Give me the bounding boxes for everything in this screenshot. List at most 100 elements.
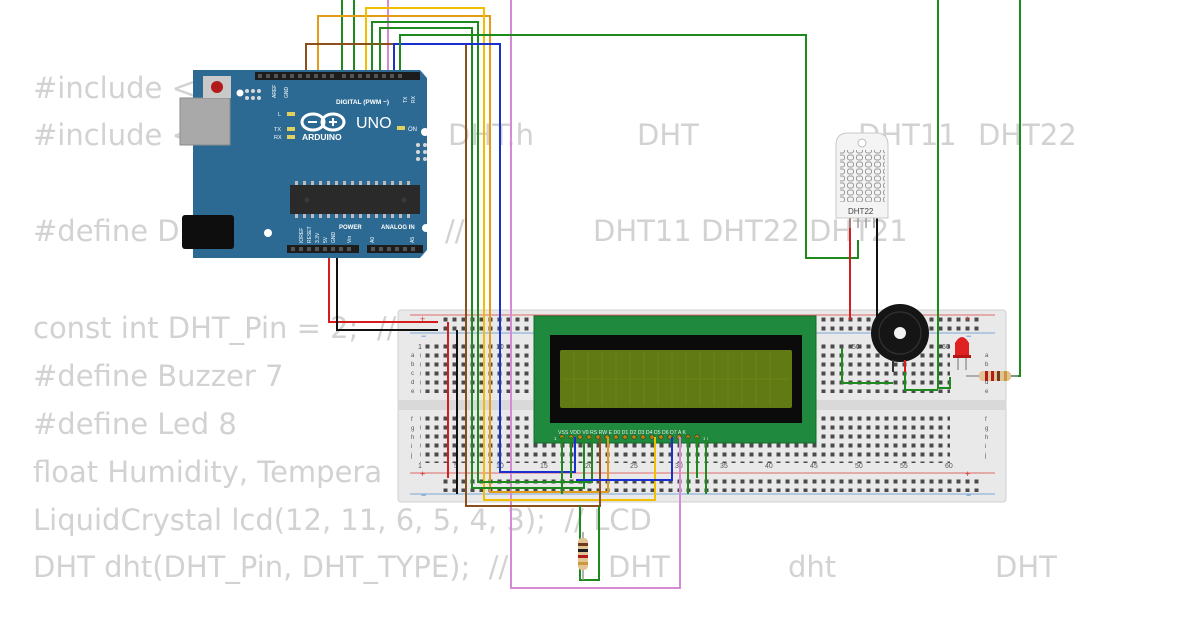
wire-red-power[interactable] bbox=[328, 247, 438, 323]
col-label-55-bottom: 55 bbox=[900, 463, 908, 470]
reset-icon bbox=[211, 81, 223, 93]
lcd-pin-1: 1 bbox=[554, 436, 557, 441]
sensor-label: DHT22 bbox=[848, 207, 874, 216]
row-label-c: c bbox=[411, 371, 414, 377]
rail-plus-top-right: + bbox=[965, 314, 970, 324]
tx-label: TX bbox=[274, 127, 281, 133]
v5-label: 5V bbox=[323, 236, 329, 243]
arduino-brand-label: ARDUINO bbox=[302, 132, 342, 142]
col-label-60-bottom: 60 bbox=[945, 463, 953, 470]
row-label-i-right: i bbox=[985, 444, 986, 450]
code-frag-dht-2: DHT bbox=[608, 550, 670, 584]
wire-green-lcd-1[interactable] bbox=[371, 21, 593, 483]
code-line-dht-init: DHT dht(DHT_Pin, DHT_TYPE); // bbox=[33, 550, 509, 584]
wire-orange[interactable] bbox=[317, 15, 609, 493]
wire-brown[interactable] bbox=[305, 43, 601, 507]
rail-plus-bottom-right: + bbox=[965, 469, 970, 479]
lcd-module[interactable]: VSS VDD V0 RS RW E D0 D1 D2 D3 D4 D5 D6 … bbox=[533, 315, 817, 444]
red-led[interactable] bbox=[953, 337, 971, 370]
led-rx bbox=[287, 135, 295, 139]
wire-blue-lcd[interactable] bbox=[576, 437, 673, 481]
contrast-resistor[interactable] bbox=[578, 532, 588, 580]
aref-label: AREF bbox=[272, 85, 278, 98]
row-label-g: g bbox=[411, 426, 414, 432]
a5-label: A5 bbox=[410, 237, 416, 243]
col-label-1-bottom: 1 bbox=[418, 463, 422, 470]
wire-yellow[interactable] bbox=[365, 7, 656, 501]
led-l bbox=[287, 112, 295, 116]
code-frag-comment: // bbox=[445, 214, 465, 248]
rx-label: RX bbox=[274, 135, 282, 141]
code-line-define-buzzer: #define Buzzer 7 bbox=[33, 359, 284, 393]
led-tx bbox=[287, 127, 295, 131]
row-label-b: b bbox=[411, 362, 415, 368]
wire-green-buzzer[interactable] bbox=[841, 348, 893, 384]
gnd-bottom-label: GND bbox=[331, 232, 337, 244]
row-label-g-right: g bbox=[985, 426, 988, 432]
wire-green-resistor[interactable] bbox=[1006, 0, 1021, 377]
col-label-25-bottom: 25 bbox=[630, 463, 638, 470]
rail-minus-bottom-right: − bbox=[966, 490, 971, 500]
arduino-logo-icon bbox=[300, 112, 346, 132]
code-frag-dht22: DHT22 bbox=[978, 118, 1077, 152]
power-label: POWER bbox=[339, 225, 362, 231]
vin-label: Vin bbox=[347, 236, 353, 243]
col-label-40-bottom: 40 bbox=[765, 463, 773, 470]
col-label-35-bottom: 35 bbox=[720, 463, 728, 470]
wires bbox=[305, 0, 1021, 589]
power-jack bbox=[182, 215, 234, 249]
reset-label: RESET bbox=[307, 226, 313, 243]
wire-green-sensor[interactable] bbox=[399, 34, 859, 259]
code-line-dht-pin: const int DHT_Pin = 2; // bbox=[33, 311, 397, 345]
analog-in-label: ANALOG IN bbox=[381, 225, 415, 231]
col-label-50: 50 bbox=[852, 344, 860, 351]
usb-port bbox=[179, 97, 231, 146]
row-label-a: a bbox=[411, 353, 415, 359]
col-label-20-bottom: 20 bbox=[585, 463, 593, 470]
wire-blue[interactable] bbox=[393, 43, 576, 473]
led-resistor[interactable] bbox=[966, 371, 1018, 381]
gnd-label: GND bbox=[284, 87, 290, 99]
wire-green-led[interactable] bbox=[937, 0, 951, 389]
row-label-i: i bbox=[411, 444, 412, 450]
uno-label: UNO bbox=[356, 115, 392, 132]
ioref-label: IOREF bbox=[299, 228, 305, 243]
wire-pink[interactable] bbox=[510, 0, 681, 589]
row-label-j: j bbox=[410, 453, 412, 459]
code-line-lcd-init: LiquidCrystal lcd(12, 11, 6, 5, 4, 3); /… bbox=[33, 503, 652, 537]
code-frag-dht-lower: dht bbox=[788, 550, 837, 584]
lcd-pin-labels: VSS VDD V0 RS RW E D0 D1 D2 D3 D4 D5 D6 … bbox=[558, 430, 686, 436]
col-label-15-bottom: 15 bbox=[540, 463, 548, 470]
wire-green-buzzer-2[interactable] bbox=[904, 370, 938, 391]
code-line-define-led: #define Led 8 bbox=[33, 407, 237, 441]
rail-minus-top-right: − bbox=[966, 331, 971, 341]
row-label-e: e bbox=[411, 389, 415, 395]
rail-plus-top-left: + bbox=[420, 314, 425, 324]
row-label-e-right: e bbox=[985, 389, 989, 395]
row-label-h-right: h bbox=[985, 435, 988, 441]
col-label-30-bottom: 30 bbox=[675, 463, 683, 470]
digital-header bbox=[255, 72, 420, 80]
row-label-b-right: b bbox=[985, 362, 989, 368]
row-label-f-right: f bbox=[985, 417, 987, 423]
dht22-sensor[interactable]: DHT22 bbox=[835, 132, 889, 228]
col-label-50-bottom: 50 bbox=[855, 463, 863, 470]
code-line-float-vars: float Humidity, Tempera bbox=[33, 455, 383, 489]
code-frag-dht: DHT bbox=[637, 118, 699, 152]
on-label: ON bbox=[408, 127, 417, 133]
rail-minus-bottom-left: − bbox=[421, 490, 426, 500]
wire-black-gnd[interactable] bbox=[336, 247, 438, 331]
row-label-h: h bbox=[411, 435, 414, 441]
rail-plus-bottom-left: + bbox=[420, 469, 425, 479]
buzzer[interactable] bbox=[871, 304, 929, 372]
v33-label: 3.3V bbox=[315, 232, 321, 243]
l-label: L bbox=[278, 112, 281, 118]
code-frag-sensor-types: DHT11 DHT22 DHT21 bbox=[593, 214, 908, 248]
buzzer-hole-icon bbox=[894, 327, 906, 339]
rx-pin-label: RX bbox=[411, 95, 417, 103]
code-frag-dht-3: DHT bbox=[995, 550, 1057, 584]
a0-label: A0 bbox=[370, 237, 376, 243]
code-line-include-1: #include < bbox=[33, 71, 196, 105]
arduino-uno-board[interactable]: AREF GND DIGITAL (PWM ~) TX RX L TX RX U… bbox=[179, 70, 430, 258]
